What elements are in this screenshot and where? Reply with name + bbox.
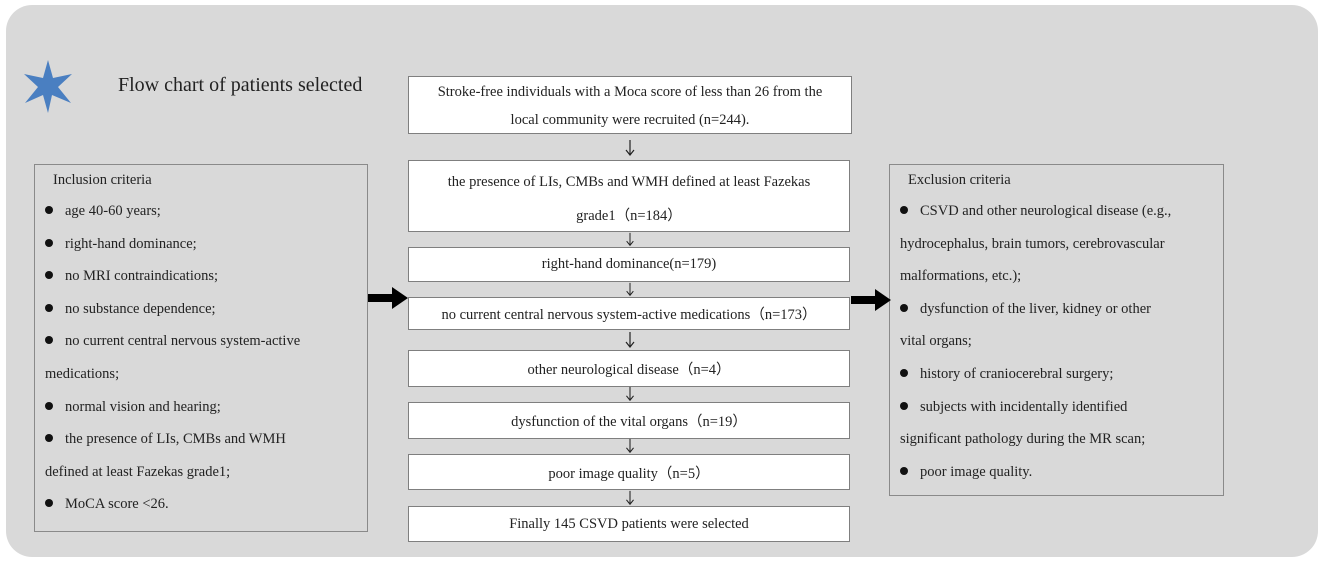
diagram-title: Flow chart of patients selected — [118, 74, 363, 96]
flow-box-medications: no current central nervous system-active… — [408, 297, 850, 330]
flow-box-vital-organs: dysfunction of the vital organs（n=19） — [408, 402, 850, 439]
bullet-icon — [45, 336, 53, 345]
flow-box-neurological: other neurological disease（n=4） — [408, 350, 850, 387]
inclusion-criteria-title: Inclusion criteria — [53, 172, 152, 188]
bullet-icon — [45, 271, 53, 280]
exclusion-criterion-line: vital organs; — [900, 333, 972, 350]
bullet-icon — [45, 434, 53, 443]
inclusion-criteria-list: age 40-60 years;right-hand dominance;no … — [45, 195, 355, 521]
exclusion-criterion-line: history of craniocerebral surgery; — [900, 358, 1211, 391]
bullet-icon — [900, 466, 908, 475]
bullet-icon — [45, 206, 53, 214]
exclusion-criterion-line: poor image quality. — [900, 456, 1211, 489]
bullet-icon — [45, 499, 53, 508]
down-arrow-icon — [625, 332, 635, 348]
inclusion-criterion-line: normal vision and hearing; — [45, 391, 355, 424]
exclusion-criteria-title: Exclusion criteria — [908, 172, 1011, 188]
inclusion-criterion-line: MoCA score <26. — [45, 488, 355, 521]
down-arrow-icon — [626, 282, 634, 297]
right-arrow-icon — [368, 287, 408, 309]
exclusion-criterion-line: hydrocephalus, brain tumors, cerebrovasc… — [900, 235, 1165, 252]
exclusion-criterion-line: subjects with incidentally identified — [900, 391, 1211, 424]
down-arrow-icon — [625, 140, 635, 156]
exclusion-criterion-line: malformations, etc.); — [900, 268, 1022, 285]
flow-box-csvd-markers: the presence of LIs, CMBs and WMH define… — [408, 160, 850, 232]
exclusion-criterion-line: significant pathology during the MR scan… — [900, 431, 1146, 448]
star-icon — [24, 60, 72, 113]
exclusion-criteria-list: CSVD and other neurological disease (e.g… — [900, 195, 1211, 488]
bullet-icon — [900, 368, 908, 377]
bullet-icon — [45, 401, 53, 410]
bullet-icon — [45, 303, 53, 312]
bullet-icon — [900, 206, 908, 214]
exclusion-criteria-box: Exclusion criteria CSVD and other neurol… — [889, 164, 1224, 496]
exclusion-criterion-line: CSVD and other neurological disease (e.g… — [900, 195, 1211, 228]
down-arrow-icon — [626, 490, 634, 506]
down-arrow-icon — [626, 232, 634, 247]
exclusion-criterion-line: dysfunction of the liver, kidney or othe… — [900, 293, 1211, 326]
inclusion-criterion-line: age 40-60 years; — [45, 195, 355, 228]
down-arrow-icon — [626, 438, 634, 454]
flow-box-right-hand: right-hand dominance(n=179) — [408, 247, 850, 282]
bullet-icon — [45, 238, 53, 247]
inclusion-criteria-box: Inclusion criteria age 40-60 years;right… — [34, 164, 368, 532]
bullet-icon — [900, 303, 908, 312]
bullet-icon — [900, 401, 908, 410]
inclusion-criterion-line: defined at least Fazekas grade1; — [45, 463, 231, 480]
right-arrow-icon — [851, 289, 891, 311]
inclusion-criterion-line: no substance dependence; — [45, 293, 355, 326]
flow-box-final: Finally 145 CSVD patients were selected — [408, 506, 850, 542]
flow-box-image-quality: poor image quality（n=5） — [408, 454, 850, 490]
inclusion-criterion-line: the presence of LIs, CMBs and WMH — [45, 423, 355, 456]
down-arrow-icon — [626, 386, 634, 402]
inclusion-criterion-line: medications; — [45, 365, 120, 382]
inclusion-criterion-line: no current central nervous system-active — [45, 325, 355, 358]
inclusion-criterion-line: no MRI contraindications; — [45, 260, 355, 293]
inclusion-criterion-line: right-hand dominance; — [45, 228, 355, 261]
flow-box-recruited: Stroke-free individuals with a Moca scor… — [408, 76, 852, 134]
